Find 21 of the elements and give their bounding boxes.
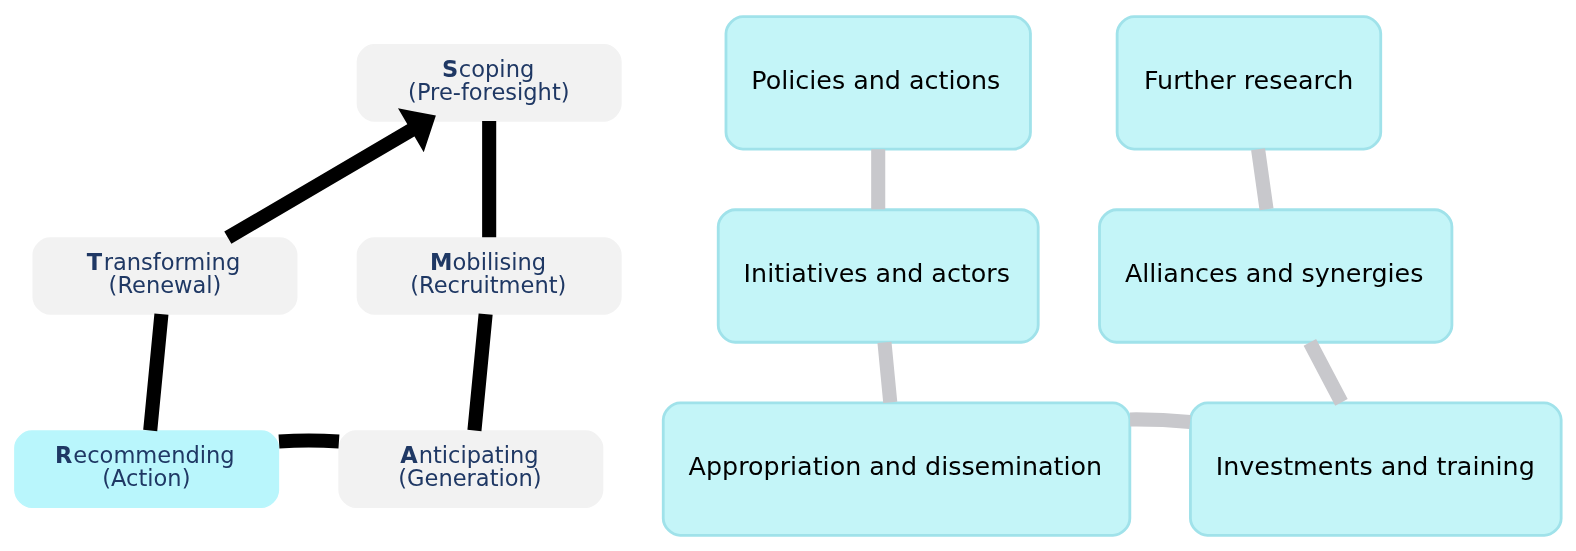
connector (877, 341, 898, 403)
connector (1251, 147, 1274, 210)
node-box: Appropriation and dissemination (661, 400, 1132, 537)
connector (467, 312, 493, 431)
node-box: Policies and actions (724, 14, 1032, 151)
connector (871, 148, 886, 209)
node-box: Further research (1115, 14, 1383, 151)
node-box: Alliances and synergies (1098, 207, 1454, 344)
node-box: Mobilising (Recruitment) (356, 236, 622, 315)
arrow (224, 107, 436, 244)
node-box: Recommending (Action) (14, 429, 280, 508)
connector (1130, 411, 1191, 429)
node-box: Initiatives and actors (716, 207, 1040, 344)
connector (482, 120, 497, 237)
connector (1303, 338, 1348, 406)
node-box: Scoping (Pre-foresight) (356, 43, 622, 122)
node-box: Anticipating (Generation) (338, 429, 604, 508)
node-box: Transforming (Renewal) (32, 236, 298, 315)
connector (278, 433, 340, 449)
node-box: Investments and training (1189, 400, 1563, 537)
connector (143, 312, 169, 431)
